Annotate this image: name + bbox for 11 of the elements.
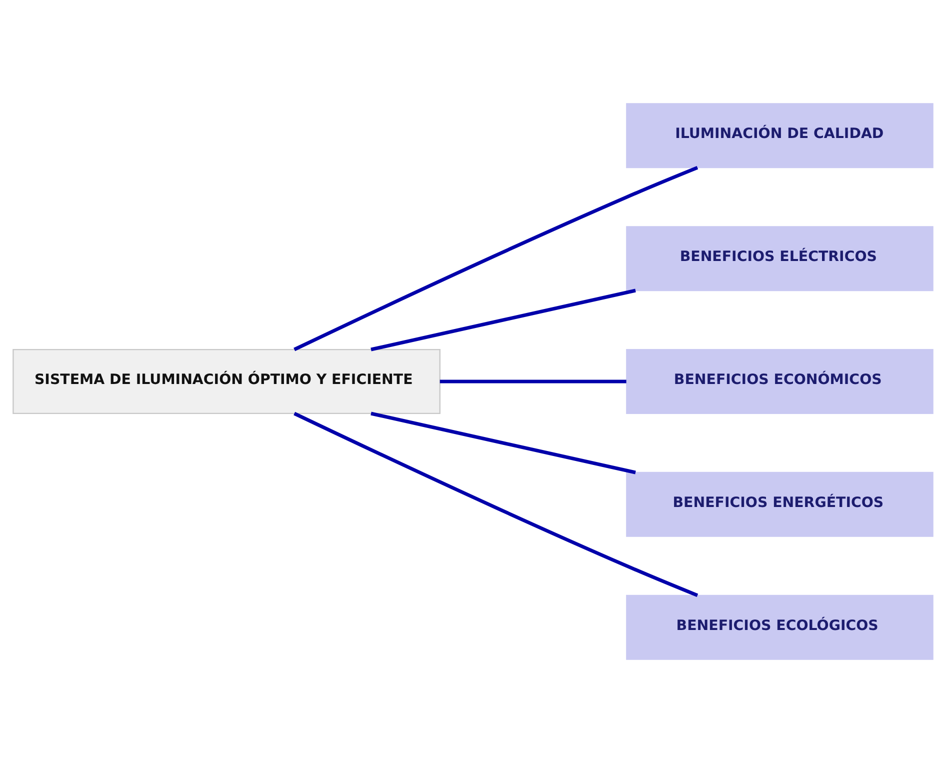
connector [294,165,698,351]
node-box: SISTEMA DE ILUMINACIÓN ÓPTIMO Y EFICIENTE [12,348,440,414]
connector [440,379,626,383]
connector [294,411,698,597]
node-box: BENEFICIOS ENERGÉTICOS [626,471,934,536]
node-box: BENEFICIOS ELÉCTRICOS [626,226,934,291]
connector [370,411,636,474]
node-box: BENEFICIOS ECOLÓGICOS [626,594,934,660]
node-box: BENEFICIOS ECONÓMICOS [626,348,934,414]
connector [370,288,636,351]
node-box: ILUMINACIÓN DE CALIDAD [626,102,934,168]
